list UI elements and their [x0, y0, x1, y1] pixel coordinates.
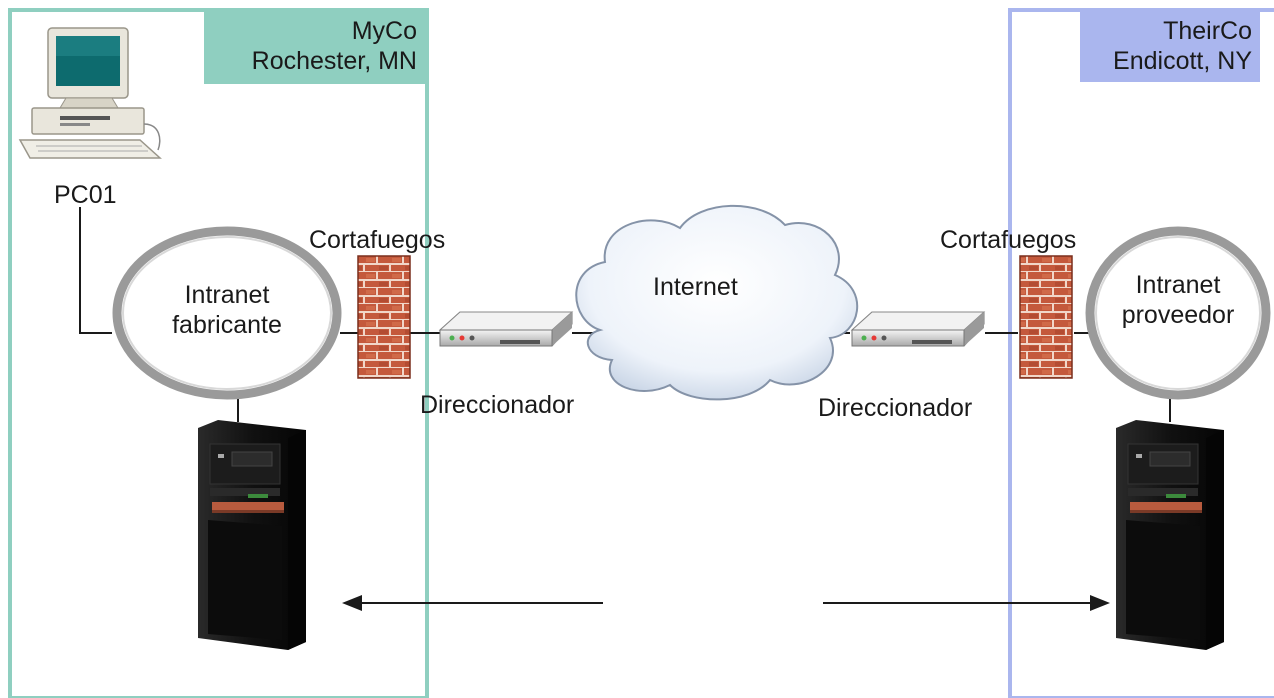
router-icon: [438, 311, 574, 347]
site-company-right: TheirCo: [1163, 17, 1252, 45]
brick-firewall-icon: [1019, 255, 1073, 379]
router-left-label: Direccionador: [420, 391, 575, 419]
intranet-right-line1: Intranet: [1135, 271, 1221, 299]
intranet-left-line1: Intranet: [184, 281, 270, 309]
router-right-label: Direccionador: [818, 394, 973, 422]
arrow-right: [823, 595, 1110, 611]
site-location-right: Endicott, NY: [1113, 47, 1252, 75]
firewall-left-label: Cortafuegos: [309, 226, 446, 254]
server-tower-icon: [1116, 420, 1224, 650]
internet-label: Internet: [653, 273, 738, 301]
pc-label: PC01: [54, 181, 117, 209]
intranet-right-line2: proveedor: [1121, 301, 1235, 329]
internet-cloud-icon: [575, 204, 859, 401]
arrow-left: [342, 595, 603, 611]
intranet-right-label: Intranet proveedor: [1100, 270, 1256, 330]
site-boundary-left: [8, 8, 429, 698]
router-icon: [850, 311, 986, 347]
intranet-left-label: Intranet fabricante: [147, 280, 307, 340]
site-location-left: Rochester, MN: [251, 47, 417, 75]
site-label-right: TheirCo Endicott, NY: [1080, 14, 1260, 82]
intranet-left-ellipse: [112, 226, 342, 400]
site-label-left: MyCo Rochester, MN: [204, 14, 425, 84]
intranet-left-line2: fabricante: [172, 311, 282, 339]
firewall-right-label: Cortafuegos: [940, 226, 1077, 254]
server-tower-icon: [198, 420, 306, 650]
intranet-right-ellipse: [1085, 226, 1271, 400]
brick-firewall-icon: [357, 255, 411, 379]
site-boundary-right: [1008, 8, 1274, 698]
desktop-computer-icon: [18, 27, 162, 159]
site-company-left: MyCo: [351, 17, 417, 45]
